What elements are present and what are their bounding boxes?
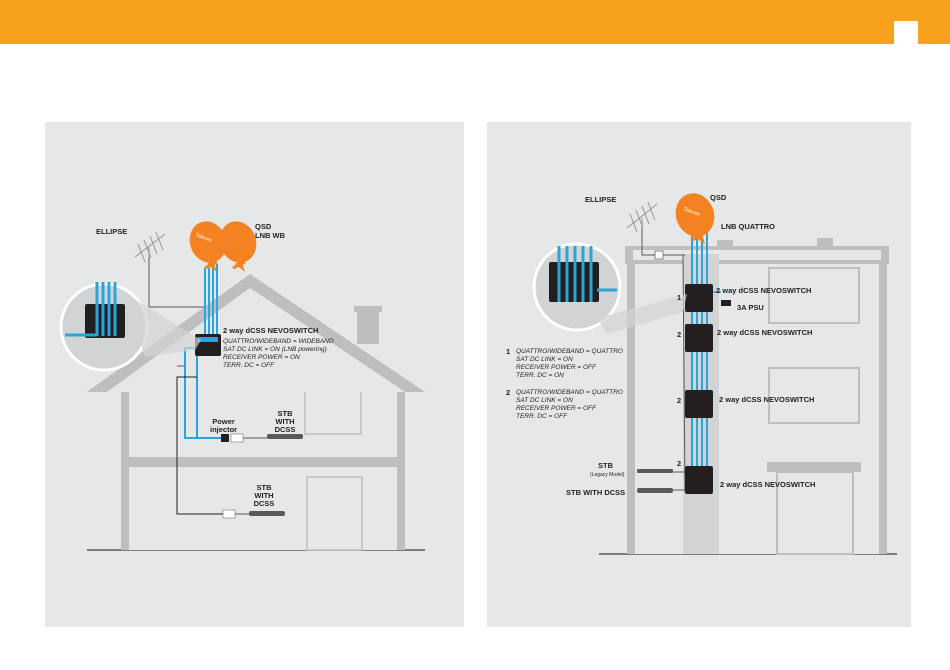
left-settings-list: QUATTRO/WIDEBAND = WIDEBAND SAT DC LINK … [223,338,334,370]
setting-line: SAT DC LINK = ON (LNB powering) [223,346,327,353]
switch-marker: 1 [677,293,682,302]
right-diagram-graphic [487,122,911,627]
right-switch-label-1: 2 way dCSS NEVOSWITCH [716,286,812,295]
config-1-line: TERR. DC = ON [516,372,564,379]
stb-lower-line: DCSS [253,499,275,508]
config-1-line: SAT DC LINK = ON [516,356,573,363]
setting-line: TERR. DC = OFF [223,362,275,369]
stb-upper-line: DCSS [274,425,296,434]
right-lnb-label: LNB QUATTRO [721,222,776,231]
header-bar [0,0,950,44]
left-diagram-panel: ELLIPSE QSD LNB WB 2 way dCSS NEVOSWITCH… [45,122,464,627]
stb-dcss-label: STB WITH DCSS [566,488,626,497]
config-2-line: QUATTRO/WIDEBAND = QUATTRO [516,389,623,396]
switch-marker: 2 [677,459,682,468]
left-ellipse-label: ELLIPSE [96,227,128,236]
right-ellipse-label: ELLIPSE [585,195,617,204]
right-switch-label-2: 2 way dCSS NEVOSWITCH [717,328,813,337]
stb-legacy-label: STB [598,461,613,470]
config-2-line: RECEIVER POWER = OFF [516,405,596,412]
setting-line: QUATTRO/WIDEBAND = WIDEBAND [223,338,334,345]
config-2-line: TERR. DC = OFF [516,413,568,420]
config-2-number: 2 [506,388,511,397]
left-lnb-label: LNB WB [255,231,285,240]
right-qsd-label: QSD [710,193,727,202]
switch-marker: 2 [677,396,682,405]
power-injector-line: Power [212,417,235,426]
left-diagram-graphic [45,122,464,627]
config-2-line: SAT DC LINK = ON [516,397,573,404]
config-1-line: RECEIVER POWER = OFF [516,364,596,371]
right-switch-label-4: 2 way dCSS NEVOSWITCH [720,480,816,489]
right-psu-label: 3A PSU [737,303,764,312]
stb-upper-label: STB WITH DCSS [271,410,299,434]
stb-lower-line: WITH [254,491,274,500]
config-1-number: 1 [506,347,511,356]
left-qsd-label: QSD [255,222,272,231]
stb-upper-line: STB [277,409,293,418]
stb-lower-label: STB WITH DCSS [250,484,278,508]
config-1-line: QUATTRO/WIDEBAND = QUATTRO [516,348,623,355]
stb-upper-line: WITH [275,417,295,426]
power-injector-line: injector [210,425,238,434]
right-diagram-panel: ELLIPSE QSD LNB QUATTRO 2 way dCSS NEVOS… [487,122,911,627]
stb-legacy-sublabel: (Legacy Model) [590,472,625,478]
stb-lower-line: STB [256,483,272,492]
switch-marker: 2 [677,330,682,339]
power-injector-label: Power injector [210,418,237,434]
setting-line: RECEIVER POWER = ON [223,354,300,361]
left-switch-label: 2 way dCSS NEVOSWITCH [223,326,319,335]
page-number-box [894,21,918,45]
right-switch-label-3: 2 way dCSS NEVOSWITCH [719,395,815,404]
